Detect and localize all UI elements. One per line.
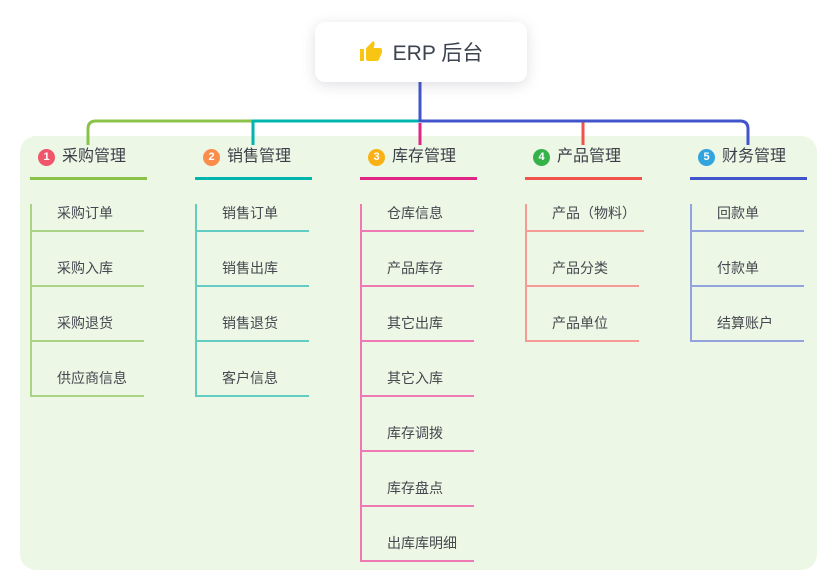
branch-label: 财务管理	[722, 148, 787, 165]
connector-sales	[251, 119, 420, 145]
node-item[interactable]: 产品分类	[527, 259, 639, 287]
branch-product: 4 产品管理 产品（物料） 产品分类 产品单位	[525, 146, 644, 342]
node-item[interactable]: 回款单	[692, 204, 804, 232]
branches-panel	[20, 136, 817, 570]
badge-5-icon: 5	[698, 148, 715, 166]
branch-title-sales[interactable]: 2 销售管理	[195, 146, 312, 180]
branch-inventory: 3 库存管理 仓库信息 产品库存 其它出库 其它入库 库存调拨 库存盘点 出库库…	[360, 146, 477, 562]
node-item[interactable]: 其它出库	[362, 314, 474, 342]
branch-title-finance[interactable]: 5 财务管理	[690, 146, 807, 180]
node-item[interactable]: 库存调拨	[362, 424, 474, 452]
badge-4-icon: 4	[533, 148, 550, 166]
badge-3-icon: 3	[368, 148, 385, 166]
branch-children: 产品（物料） 产品分类 产品单位	[525, 204, 644, 342]
node-item[interactable]: 客户信息	[197, 369, 309, 397]
node-item[interactable]: 销售退货	[197, 314, 309, 342]
root-label: ERP 后台	[392, 42, 484, 65]
node-item[interactable]: 采购入库	[32, 259, 144, 287]
badge-2-icon: 2	[203, 148, 220, 166]
node-item[interactable]: 库存盘点	[362, 479, 474, 507]
branch-title-purchase[interactable]: 1 采购管理	[30, 146, 147, 180]
node-item[interactable]: 付款单	[692, 259, 804, 287]
node-item[interactable]: 销售出库	[197, 259, 309, 287]
branch-title-product[interactable]: 4 产品管理	[525, 146, 642, 180]
thumbs-up-icon	[359, 40, 383, 64]
branch-title-inventory[interactable]: 3 库存管理	[360, 146, 477, 180]
branch-finance: 5 财务管理 回款单 付款单 结算账户	[690, 146, 807, 342]
branch-label: 销售管理	[227, 148, 292, 165]
root-node[interactable]: ERP 后台	[315, 22, 527, 82]
branch-purchase: 1 采购管理 采购订单 采购入库 采购退货 供应商信息	[30, 146, 147, 397]
branch-children: 销售订单 销售出库 销售退货 客户信息	[195, 204, 309, 397]
branch-children: 回款单 付款单 结算账户	[690, 204, 804, 342]
node-item[interactable]: 产品单位	[527, 314, 639, 342]
branch-label: 库存管理	[392, 148, 457, 165]
branch-label: 产品管理	[557, 148, 622, 165]
node-item[interactable]: 产品库存	[362, 259, 474, 287]
connector-finance	[420, 119, 750, 145]
node-item[interactable]: 销售订单	[197, 204, 309, 232]
node-item[interactable]: 采购订单	[32, 204, 144, 232]
node-item[interactable]: 仓库信息	[362, 204, 474, 232]
branch-children: 采购订单 采购入库 采购退货 供应商信息	[30, 204, 144, 397]
node-item[interactable]: 其它入库	[362, 369, 474, 397]
node-item[interactable]: 供应商信息	[32, 369, 144, 397]
branch-sales: 2 销售管理 销售订单 销售出库 销售退货 客户信息	[195, 146, 312, 397]
node-item[interactable]: 出库库明细	[362, 534, 474, 562]
badge-1-icon: 1	[38, 148, 55, 166]
connector-purchase	[86, 119, 253, 145]
node-item[interactable]: 产品（物料）	[527, 204, 644, 232]
node-item[interactable]: 采购退货	[32, 314, 144, 342]
branch-label: 采购管理	[62, 148, 127, 165]
branch-children: 仓库信息 产品库存 其它出库 其它入库 库存调拨 库存盘点 出库库明细	[360, 204, 474, 562]
node-item[interactable]: 结算账户	[692, 314, 804, 342]
